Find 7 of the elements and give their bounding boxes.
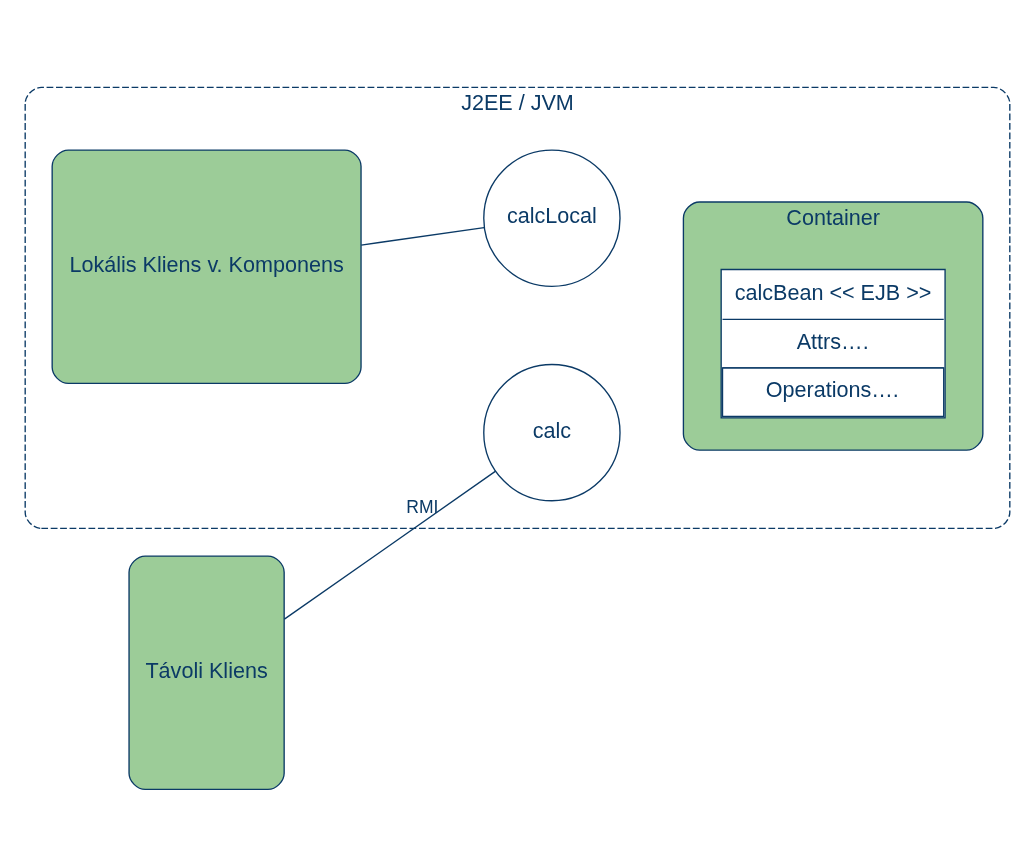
edge-label: RMI xyxy=(405,496,438,517)
node-circle: calc xyxy=(482,363,621,502)
node-box: Lokális Kliens v. Komponens xyxy=(51,149,362,385)
node-box: Távoli Kliens xyxy=(127,555,285,791)
connector xyxy=(283,470,496,620)
node-circle: calcLocal xyxy=(482,149,621,287)
connector xyxy=(360,226,485,246)
